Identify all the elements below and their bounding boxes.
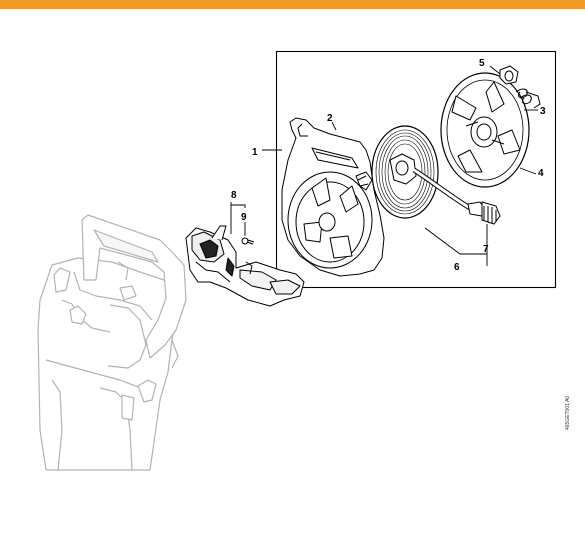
reel-housing <box>281 117 385 277</box>
machine-body <box>37 214 187 471</box>
cap-part-5 <box>499 65 519 85</box>
header-accent-bar <box>0 0 585 9</box>
callout-7: 7 <box>483 244 489 255</box>
callout-4: 4 <box>538 168 544 179</box>
reference-code: 465GET001 A0 <box>565 396 571 430</box>
assembly-frame <box>275 50 557 289</box>
callout-6: 6 <box>454 262 460 273</box>
hose-coil <box>371 125 472 219</box>
reel-drum-cover <box>440 72 530 188</box>
leader-lines <box>230 65 538 266</box>
spring-clip-part-3 <box>515 88 541 109</box>
callout-8: 8 <box>231 190 237 201</box>
callout-9: 9 <box>241 212 247 223</box>
hose-coupling <box>467 201 501 225</box>
callout-5: 5 <box>479 58 485 69</box>
callout-1: 1 <box>252 147 258 158</box>
screw-part-9 <box>241 237 255 245</box>
hose-reel-holder <box>185 225 305 307</box>
callout-2: 2 <box>327 113 333 124</box>
callout-3: 3 <box>540 106 546 117</box>
